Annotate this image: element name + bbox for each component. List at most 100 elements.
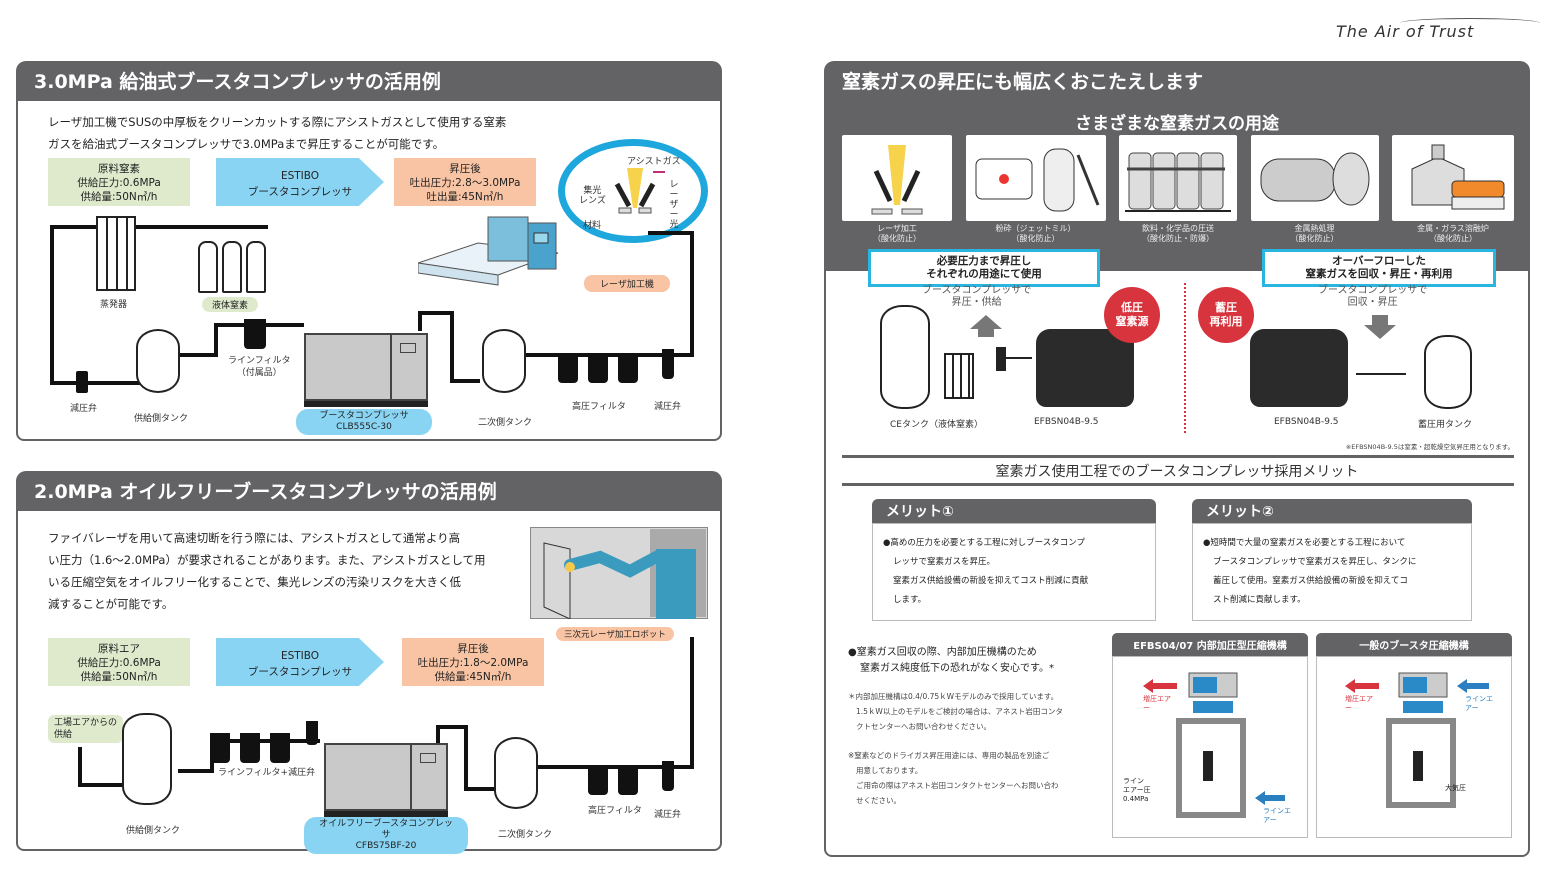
model-footnote: ※EFBSN04B-9.5は窒素・超乾燥空気昇圧用となります。 bbox=[1345, 443, 1514, 451]
panel-seam bbox=[390, 335, 392, 399]
atmospheric-pressure-label: 大気圧 bbox=[1445, 784, 1466, 792]
supply-tank-label: 供給側タンク bbox=[126, 826, 181, 836]
caption-line1: ブースタコンプレッサで bbox=[922, 285, 1032, 296]
evaporator bbox=[944, 353, 974, 399]
desc-line: ファイバレーザを用いて高速切断を行う際には、アシストガスとして通常より高 bbox=[48, 531, 461, 545]
arrow-right-icon bbox=[1356, 373, 1406, 375]
note-line: 用意しております。 bbox=[856, 766, 923, 775]
panel-seam bbox=[410, 745, 412, 809]
usage-item-milling: 粉砕（ジェットミル）（酸化防止） bbox=[965, 135, 1106, 244]
right-flow-caption: ブースタコンプレッサで回収・昇圧 bbox=[1318, 285, 1427, 309]
arrow-left-blue-icon bbox=[1457, 679, 1467, 693]
line-filter-text: ラインフィルタ bbox=[228, 356, 291, 366]
usage-list: レーザ加工（酸化防止） 粉砕（ジェットミル）（酸化防止） 飲料・化学品の圧送（酸… bbox=[842, 135, 1514, 244]
arrow-left-red-icon bbox=[1345, 679, 1355, 693]
right-section-title: 窒素ガスの昇圧にも幅広くおこたえします bbox=[824, 61, 1530, 97]
pipe bbox=[210, 739, 320, 743]
input-flow: 供給量:50N㎥/h bbox=[80, 671, 158, 683]
divider bbox=[842, 483, 1514, 486]
input-spec-box: 原料窒素 供給圧力:0.6MPa 供給量:50N㎥/h bbox=[48, 158, 190, 206]
usage-label: 金属・ガラス溶融炉（酸化防止） bbox=[1392, 224, 1514, 244]
section2-title: 2.0MPa オイルフリーブースタコンプレッサの活用例 bbox=[16, 471, 722, 507]
compressor-brand: ESTIBO bbox=[280, 170, 320, 182]
compressor-brand: ESTIBO bbox=[280, 650, 320, 662]
filter-valve-label: ラインフィルタ+減圧弁 bbox=[218, 768, 316, 778]
pipe bbox=[178, 353, 214, 357]
chemical-tanks-icon bbox=[1125, 152, 1231, 212]
caption-line2: 回収・昇圧 bbox=[1347, 297, 1398, 308]
mechanism-diagram: 増圧エアー ラインエアー 大気圧 bbox=[1316, 656, 1512, 838]
internal-pressurization-diagram bbox=[1176, 672, 1246, 818]
arrow-left-blue-icon-stem bbox=[1265, 795, 1285, 801]
output-spec-box: 昇圧後 吐出圧力:1.8〜2.0MPa 供給量:45N㎥/h bbox=[402, 638, 544, 686]
arrow-up-icon bbox=[970, 315, 1002, 329]
right-flow-callout: オーバーフローした窒素ガスを回収・昇圧・再利用 bbox=[1262, 249, 1496, 287]
usage-purpose: （酸化防止・防爆） bbox=[1142, 234, 1214, 243]
usage-card bbox=[842, 135, 952, 221]
factory-air-line2: 供給 bbox=[54, 730, 73, 740]
inset-laser-label: レーザー光 bbox=[669, 180, 679, 230]
inner-line3: 0.4MPa bbox=[1123, 795, 1149, 803]
compressor-spec-box: ESTIBO ブースタコンプレッサ bbox=[216, 638, 384, 686]
output-flow: 供給量:45N㎥/h bbox=[434, 671, 512, 683]
usage-name: 粉砕（ジェットミル） bbox=[995, 224, 1076, 233]
desc-line: い圧力（1.6〜2.0MPa）が要求されることがあります。また、アシストガスとし… bbox=[48, 553, 486, 567]
input-pressure: 供給圧力:0.6MPa bbox=[77, 657, 161, 669]
desc-line: ガスを給油式ブースタコンプレッサで3.0MPaまで昇圧することが可能です。 bbox=[48, 137, 445, 151]
supply-tank-label: 供給側タンク bbox=[134, 414, 189, 424]
logo-swoosh bbox=[1400, 18, 1540, 28]
usage-purpose: （酸化防止） bbox=[1429, 234, 1477, 243]
output-pressure: 吐出圧力:2.8〜3.0MPa bbox=[409, 177, 521, 189]
note-line: せください。 bbox=[856, 796, 901, 805]
arrow-left-red-icon-stem bbox=[1153, 683, 1177, 689]
supply-tank bbox=[122, 713, 172, 805]
pipe bbox=[78, 747, 82, 787]
compressor-label-line1: ブースタコンプレッサ bbox=[319, 411, 409, 421]
low-pressure-badge: 低圧窒素源 bbox=[1104, 287, 1160, 343]
usage-label: 粉砕（ジェットミル）（酸化防止） bbox=[966, 224, 1106, 244]
secondary-tank-label: 二次側タンク bbox=[498, 830, 553, 840]
note-line: ＊内部加圧機構は0.4/0.75ｋWモデルのみで採用しています。 bbox=[848, 692, 1059, 701]
merit-line: スト削減に貢献します。 bbox=[1213, 595, 1306, 605]
compressor-spec-box: ESTIBO ブースタコンプレッサ bbox=[216, 158, 384, 206]
badge-line1: 低圧 bbox=[1121, 301, 1143, 314]
caption-line1: ブースタコンプレッサで bbox=[1318, 285, 1428, 296]
evaporator bbox=[96, 216, 136, 291]
input-title: 原料窒素 bbox=[98, 163, 140, 175]
pipe bbox=[418, 311, 452, 315]
usage-card bbox=[1392, 135, 1514, 221]
inset-material-label: 材料 bbox=[583, 221, 602, 231]
merit-heading: メリット② bbox=[1192, 499, 1472, 523]
pipe bbox=[78, 783, 124, 787]
inner-line2: エアー圧 bbox=[1123, 786, 1151, 794]
compressor-model: CFBS75BF-20 bbox=[355, 841, 417, 851]
mechanism-heading: EFBS04/07 内部加圧型圧縮機構 bbox=[1112, 633, 1308, 656]
left-flow-callout: 必要圧力まで昇圧しそれぞれの用途にて使用 bbox=[868, 249, 1100, 287]
usage-label: 金属熱処理（酸化防止） bbox=[1251, 224, 1379, 244]
arrow-down-icon-stem bbox=[1372, 315, 1388, 325]
booster-compressor-unit bbox=[304, 333, 428, 401]
reducing-valve-icon bbox=[306, 721, 318, 745]
arrow-down-icon bbox=[1364, 325, 1396, 339]
melting-furnace-icon bbox=[1411, 144, 1505, 210]
usage-item-melting: 金属・ガラス溶融炉（酸化防止） bbox=[1392, 135, 1514, 244]
usage-label: 飲料・化学品の圧送（酸化防止・防爆） bbox=[1119, 224, 1237, 244]
merit-line: ●高めの圧力を必要とする工程に対しブースタコンプ bbox=[883, 538, 1085, 548]
laser-robot-image bbox=[530, 527, 708, 619]
inner-line1: ライン bbox=[1123, 777, 1144, 785]
lens-line2: レンズ bbox=[579, 196, 606, 206]
recovery-line2: 窒素ガス純度低下の恐れがなく安心です。* bbox=[860, 663, 1054, 674]
usage-card bbox=[1250, 135, 1379, 221]
arrow-left-blue-icon-stem bbox=[1467, 683, 1489, 689]
badge-line2: 窒素源 bbox=[1115, 315, 1149, 328]
heat-treatment-furnace-icon bbox=[1260, 152, 1369, 206]
boosted-air-label: 増圧エアー bbox=[1143, 695, 1171, 712]
input-title: 原料エア bbox=[98, 643, 140, 655]
pipe bbox=[178, 769, 214, 773]
desc-line: レーザ加工機でSUSの中厚板をクリーンカットする際にアシストガスとして使用する窒… bbox=[48, 115, 507, 129]
mechanism-heading: 一般のブースタ圧縮機構 bbox=[1316, 633, 1512, 656]
callout-line1: オーバーフローした bbox=[1332, 255, 1426, 267]
input-pressure: 供給圧力:0.6MPa bbox=[77, 177, 161, 189]
usage-card bbox=[965, 135, 1106, 221]
